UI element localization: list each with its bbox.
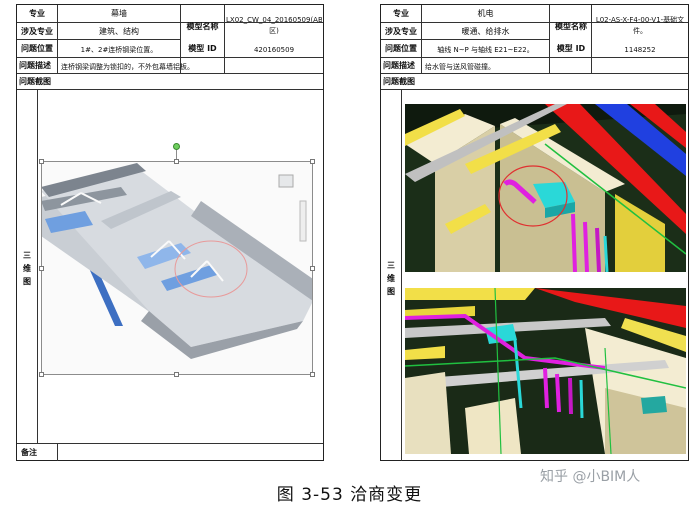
resize-handle-bc[interactable] (174, 372, 179, 377)
model-name-line2: 区) (269, 27, 279, 35)
model-id-value: 1148252 (624, 46, 656, 54)
discipline-value: 暖通、给排水 (461, 27, 510, 36)
left-issue-form: 专业 幕墙 模型名称 LX02_CW_04_20160509(AB 区) 涉及专… (16, 4, 324, 461)
label-major: 专业 (393, 9, 409, 18)
resize-handle-ml[interactable] (39, 266, 44, 271)
label-location: 问题位置 (385, 44, 417, 53)
mep-clash-3d-top (405, 104, 686, 272)
label-model-id: 模型 ID (556, 44, 586, 53)
watermark: 知乎 @小BIM人 (540, 469, 641, 485)
label-discipline: 涉及专业 (21, 27, 53, 36)
description-value: 给水管与送风管碰撞。 (425, 63, 495, 71)
label-major: 专业 (29, 9, 45, 18)
mep-clash-3d-bottom (405, 288, 686, 454)
image-selection-frame[interactable] (41, 161, 313, 375)
label-screenshot: 问题截图 (383, 77, 415, 86)
right-issue-form: 专业 机电 模型名称 L02-AS-X-F4-00-V1-基础文 件。 涉及专业… (380, 4, 689, 461)
label-description: 问题描述 (19, 61, 51, 70)
description-value: 连桥钢梁调整为锁扣的，不外包幕墙铝板。 (61, 63, 194, 71)
resize-handle-br[interactable] (310, 372, 315, 377)
resize-handle-bl[interactable] (39, 372, 44, 377)
label-discipline: 涉及专业 (385, 27, 417, 36)
location-value: 1#、2#连桥钢梁位置。 (80, 46, 158, 54)
side-label-3d: 三维图 (23, 251, 31, 286)
label-model-name: 模型名称 (186, 22, 219, 31)
model-name-line2: 件。 (633, 27, 647, 35)
side-label-3d: 三维图 (387, 261, 395, 296)
resize-handle-tr[interactable] (310, 159, 315, 164)
major-value: 机电 (477, 9, 494, 18)
label-model-name: 模型名称 (555, 22, 587, 31)
resize-handle-mr[interactable] (310, 266, 315, 271)
label-screenshot: 问题截图 (19, 77, 51, 86)
model-name-line1: L02-AS-X-F4-00-V1-基础文 (595, 16, 685, 24)
model-name-line1: LX02_CW_04_20160509(AB (226, 16, 322, 24)
label-description: 问题描述 (383, 61, 415, 70)
label-notes: 备注 (21, 448, 37, 457)
label-location: 问题位置 (21, 44, 53, 53)
label-model-id: 模型 ID (188, 44, 217, 53)
figure-caption: 图 3-53 洽商变更 (276, 485, 423, 505)
major-value: 幕墙 (111, 9, 127, 18)
location-value: 轴线 N~P 与轴线 E21~E22。 (437, 46, 534, 54)
model-id-value: 420160509 (253, 46, 295, 54)
discipline-value: 建筑、结构 (99, 27, 139, 36)
bridge-3d-screenshot (41, 161, 313, 375)
resize-handle-tl[interactable] (39, 159, 44, 164)
resize-handle-tc[interactable] (174, 159, 179, 164)
rotate-handle[interactable] (173, 143, 180, 150)
